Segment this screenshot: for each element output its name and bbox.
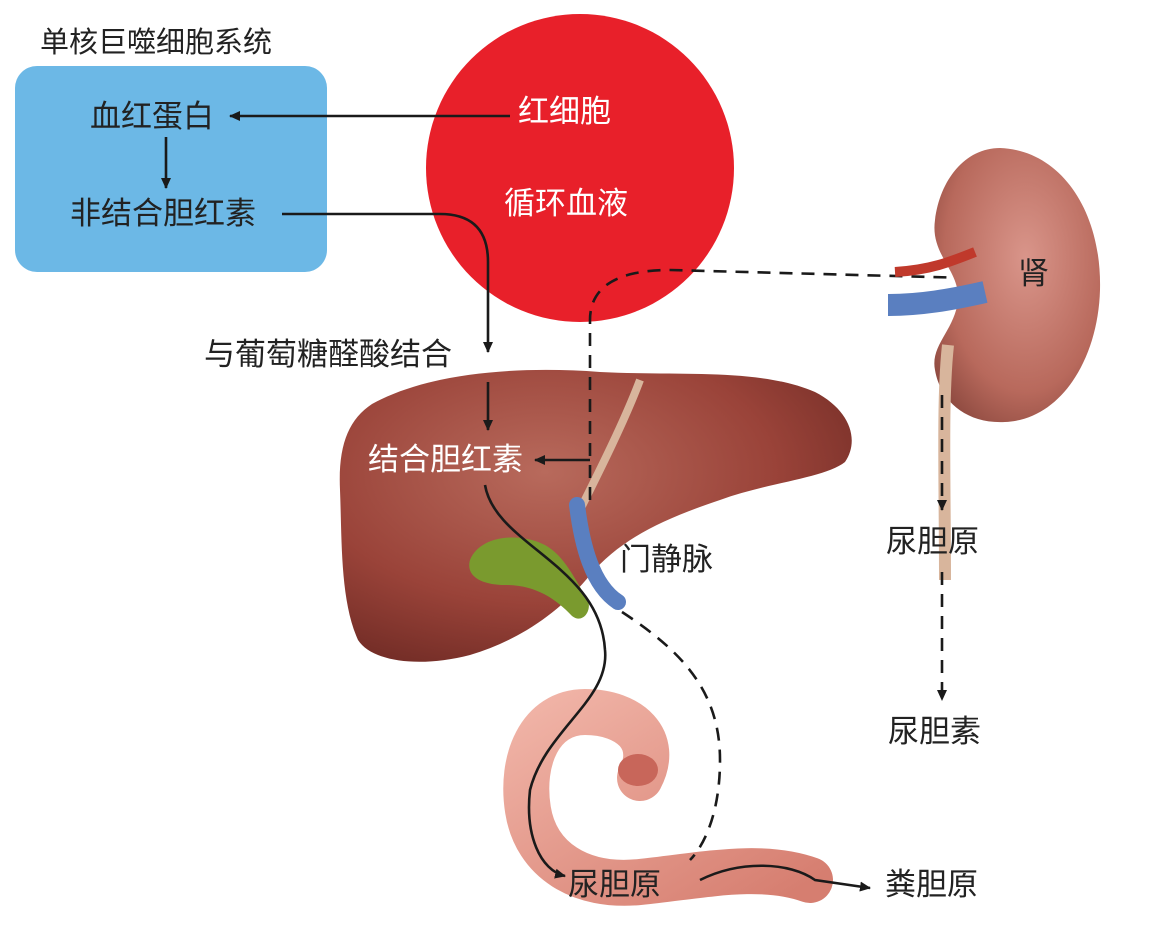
glucuronide-step-label: 与葡萄糖醛酸结合 [204, 337, 452, 373]
unconjugated-to-liver-arrow [282, 212, 493, 353]
urobilin-label: 尿胆素 [888, 714, 981, 750]
gallbladder [469, 537, 589, 619]
ureter [938, 344, 954, 581]
portal-vein [569, 497, 626, 610]
intestine [503, 688, 833, 906]
kidney-label: 肾 [1018, 256, 1049, 292]
hemoglobin-label: 血红蛋白 [90, 99, 214, 135]
system-box-title: 单核巨噬细胞系统 [40, 25, 272, 59]
circulation-label: 循环血液 [504, 186, 628, 222]
intestine-opening [618, 754, 658, 786]
conjugated-to-intestine-arrow [483, 484, 607, 879]
kidney-urobilinogen-label: 尿胆原 [886, 524, 979, 560]
urobilinogen-to-stercobilinogen-arrow [699, 864, 871, 892]
liver-shape [339, 369, 852, 662]
stercobilinogen-label: 粪胆原 [885, 867, 978, 903]
enterohepatic-return-path [621, 610, 722, 861]
intestine-urobilinogen-label: 尿胆原 [568, 867, 661, 903]
kidney-shape [934, 148, 1101, 423]
rbc-label: 红细胞 [518, 94, 611, 130]
conjugated-bilirubin-label: 结合胆红素 [368, 442, 523, 478]
renal-vein [887, 281, 988, 316]
renal-artery [894, 247, 977, 277]
unconjugated-bilirubin-label: 非结合胆红素 [70, 196, 256, 232]
blood-circle [426, 14, 734, 322]
portal-vein-label: 门静脉 [620, 542, 713, 578]
mononuclear-phagocyte-box [15, 66, 327, 272]
